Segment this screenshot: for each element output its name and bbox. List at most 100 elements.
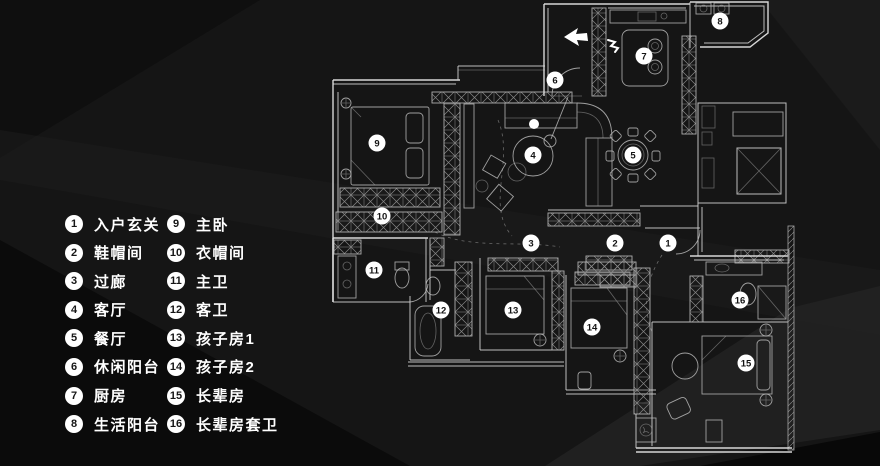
legend-label: 生活阳台 (94, 416, 161, 434)
svg-text:15: 15 (741, 358, 752, 369)
svg-text:2: 2 (612, 238, 617, 249)
legend-number-badge: 5 (65, 329, 83, 348)
washer-icon (695, 2, 712, 15)
legend-number-badge: 7 (65, 386, 83, 405)
plan-marker-11: 11 (365, 261, 383, 279)
washing-machine-icon (635, 417, 657, 443)
child-room-1 (408, 257, 565, 367)
coffee-table (507, 135, 554, 182)
legend-label: 主卧 (196, 216, 230, 234)
legend-label: 孩子房2 (196, 359, 256, 377)
legend-label: 休闲阳台 (94, 359, 161, 377)
svg-text:5: 5 (630, 150, 636, 161)
legend-number-badge: 1 (65, 215, 83, 233)
legend-number-badge: 15 (167, 386, 185, 405)
elder-room (633, 225, 795, 453)
plan-marker-13: 13 (504, 301, 522, 319)
cabinet (705, 419, 723, 443)
wall-hatch-top (431, 91, 573, 104)
svg-text:6: 6 (552, 75, 557, 86)
entry-door-arc (675, 229, 701, 255)
toilet-icon (394, 261, 410, 289)
kitchen-island (621, 29, 669, 87)
plan-marker-6: 6 (546, 71, 564, 89)
svg-text:7: 7 (641, 51, 646, 62)
legend-number-badge: 13 (167, 329, 185, 348)
bath-door-arc (409, 283, 429, 303)
outer-wall-right (787, 225, 795, 451)
legend-label: 衣帽间 (196, 245, 246, 263)
legend-number-badge: 14 (167, 357, 185, 376)
kitchen (608, 3, 697, 135)
legend-label: 客卫 (196, 302, 230, 320)
svg-text:3: 3 (528, 238, 533, 249)
floor-lamp-icon (529, 96, 569, 148)
plan-marker-9: 9 (368, 134, 386, 152)
kitchen-wall-hatch (681, 35, 697, 135)
shower (757, 285, 787, 320)
wardrobe-closet (339, 187, 441, 208)
entry-arrow-icon (564, 28, 588, 46)
svg-text:14: 14 (587, 322, 598, 333)
legend-label: 入户玄关 (94, 216, 161, 234)
elder-bed (701, 335, 773, 395)
svg-text:1: 1 (665, 238, 671, 249)
legend-number-badge: 4 (65, 300, 83, 319)
master-bed (340, 97, 430, 186)
plan-marker-7: 7 (635, 47, 653, 65)
bathtub-icon (414, 305, 442, 357)
plan-marker-14: 14 (583, 318, 601, 336)
elevator (736, 147, 782, 195)
legend-number-badge: 6 (65, 357, 83, 376)
svg-text:13: 13 (508, 305, 519, 316)
master-bath (332, 237, 445, 303)
svg-text:12: 12 (436, 305, 447, 316)
guest-bath (409, 261, 473, 361)
legend-number-badge: 2 (65, 243, 83, 262)
pouf-icons (475, 154, 515, 212)
svg-text:8: 8 (717, 16, 722, 27)
plan-marker-5: 5 (624, 146, 642, 164)
svg-text:16: 16 (735, 295, 746, 306)
legend-item-15: 15 长辈房 (167, 386, 279, 406)
child-bed-2 (570, 287, 628, 349)
plan-marker-8: 8 (711, 12, 729, 30)
svg-text:4: 4 (530, 150, 536, 161)
elder-bath (652, 255, 788, 323)
legend-label: 过廊 (94, 273, 128, 291)
dining-table (605, 127, 661, 183)
plan-marker-4: 4 (524, 146, 542, 164)
legend-item-2: 2 鞋帽间 (65, 243, 160, 263)
legend-number-badge: 9 (167, 215, 185, 233)
dryer-icon (713, 2, 730, 15)
elevator-lobby (640, 102, 787, 207)
legend-label: 鞋帽间 (94, 245, 144, 263)
chair (666, 396, 691, 420)
child-room-2 (565, 261, 656, 395)
legend-label: 长辈房套卫 (196, 416, 279, 434)
legend-item-9: 9 主卧 (167, 215, 279, 234)
plan-marker-10: 10 (373, 207, 391, 225)
legend-label: 主卫 (196, 273, 230, 291)
plan-marker-12: 12 (432, 301, 450, 319)
side-table (671, 352, 699, 380)
legend-item-1: 1 入户玄关 (65, 215, 161, 234)
legend-number-badge: 8 (65, 415, 83, 434)
balcony-6 (543, 3, 620, 97)
legend-label: 餐厅 (94, 330, 128, 348)
legend-label: 长辈房 (196, 388, 246, 406)
plan-marker-1: 1 (659, 234, 677, 252)
svg-text:11: 11 (369, 265, 380, 276)
